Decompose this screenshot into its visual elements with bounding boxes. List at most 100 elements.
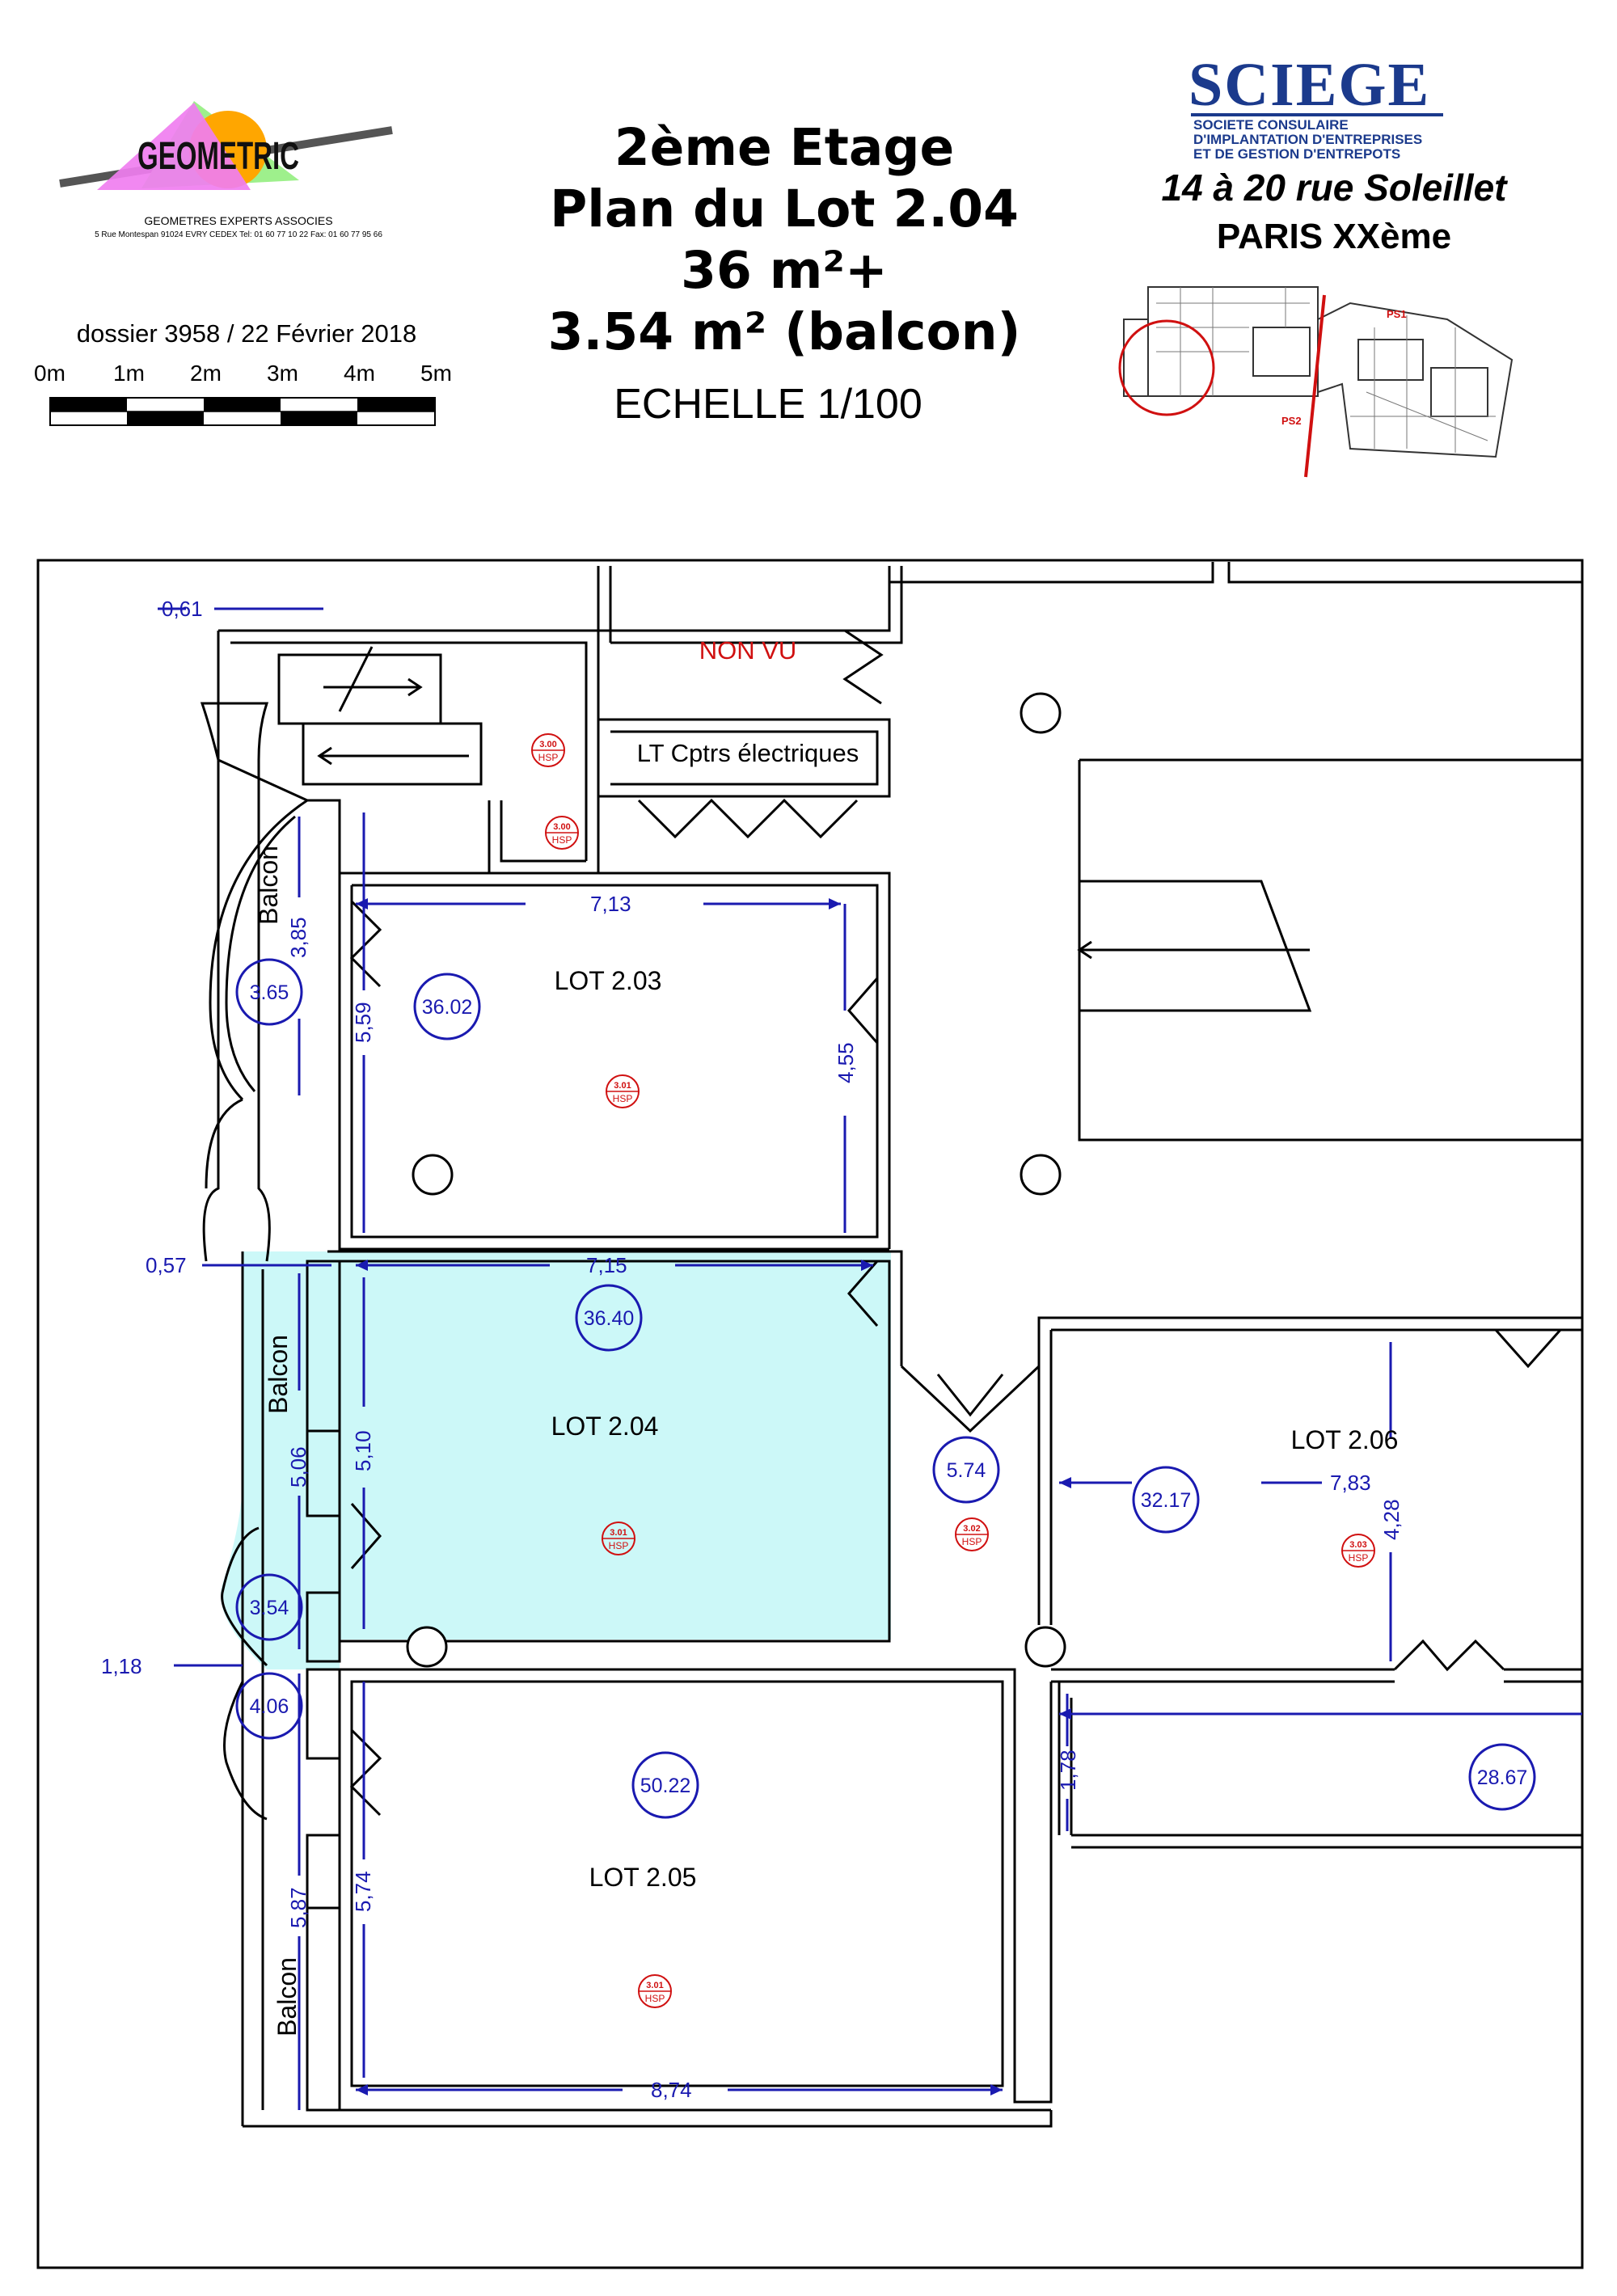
area-205: 50.22: [640, 1775, 691, 1797]
shaft-area: [1078, 758, 1582, 1142]
dimension-arrowheads: [356, 898, 1071, 2096]
balcony-label-3: Balcon: [272, 1957, 302, 2036]
logo-address: 5 Rue Montespan 91024 EVRY CEDEX Tel: 01…: [95, 230, 382, 239]
area-2867: 28.67: [1477, 1766, 1528, 1789]
title-balcony: 3.54 m² (balcon): [547, 302, 1021, 361]
hsp-stamps: 3.00 HSP 3.00 HSP 3.01 HSP 3.01 HSP 3.02…: [531, 733, 1375, 2008]
dim-574: 5,74: [351, 1871, 375, 1912]
svg-text:3.02: 3.02: [963, 1524, 980, 1534]
room-label-206: LOT 2.06: [1291, 1425, 1399, 1454]
hsp-stamp-301-lot205: 3.01 HSP: [638, 1974, 672, 2008]
key-plan-split-line: [1304, 294, 1326, 478]
title-lot: Plan du Lot 2.04: [550, 179, 1019, 238]
svg-text:HSP: HSP: [613, 1093, 633, 1104]
dim-118: 1,18: [101, 1654, 142, 1678]
lot-204-highlight: [340, 1251, 891, 1640]
stair-arrows: [317, 646, 1310, 960]
logo-wordmark: GEOMETRIC: [137, 135, 299, 178]
ruler-label-4: 4m: [344, 361, 375, 386]
svg-text:HSP: HSP: [552, 834, 572, 846]
client-sub-2: D'IMPLANTATION D'ENTREPRISES: [1193, 132, 1423, 147]
svg-text:3.01: 3.01: [610, 1528, 627, 1538]
room-label-not-seen: NON VU: [699, 636, 797, 665]
site-city: PARIS XXème: [1216, 217, 1452, 256]
hsp-stamp-300-bottom: 3.00 HSP: [545, 816, 579, 850]
dimension-texts: 0,61 7,13 3,85 5,59 4,55 0,57 7,15 5,06 …: [101, 597, 1404, 2102]
area-203: 36.02: [422, 996, 473, 1019]
dim-713: 7,13: [590, 892, 631, 916]
ruler-label-2: 2m: [190, 361, 222, 386]
area-204: 36.40: [584, 1307, 635, 1330]
hsp-stamp-301-lot203: 3.01 HSP: [606, 1074, 640, 1108]
dim-385: 3,85: [286, 917, 310, 958]
area-circles: [235, 958, 1536, 1819]
dim-506: 5,06: [286, 1446, 310, 1488]
dim-874: 8,74: [651, 2078, 692, 2102]
area-balcony-3: 4.06: [250, 1695, 289, 1718]
hsp-stamp-303: 3.03 HSP: [1341, 1534, 1375, 1568]
scale-label: ECHELLE 1/100: [614, 381, 922, 428]
room-label-local-tech: LT Cptrs électriques: [637, 739, 859, 767]
svg-text:HSP: HSP: [962, 1536, 982, 1547]
room-label-205: LOT 2.05: [589, 1863, 697, 1892]
site-address: 14 à 20 rue Soleillet: [1161, 167, 1507, 209]
logo-subtitle: GEOMETRES EXPERTS ASSOCIES: [144, 214, 333, 227]
room-label-204: LOT 2.04: [551, 1412, 659, 1441]
dim-057: 0,57: [146, 1253, 187, 1277]
ruler-label-3: 3m: [267, 361, 298, 386]
dim-587: 5,87: [286, 1887, 310, 1928]
svg-text:3.03: 3.03: [1349, 1540, 1366, 1550]
area-206: 32.17: [1141, 1489, 1192, 1512]
balcony-label-1: Balcon: [254, 846, 283, 925]
ruler-label-0: 0m: [34, 361, 65, 386]
key-plan-highlight-circle: [1118, 319, 1215, 416]
hsp-stamp-300-top: 3.00 HSP: [531, 733, 565, 767]
plan-frame: [36, 559, 1584, 2269]
dim-428: 4,28: [1379, 1499, 1404, 1540]
dossier-ref: dossier 3958 / 22 Février 2018: [76, 319, 417, 348]
svg-text:3.01: 3.01: [614, 1081, 631, 1091]
columns: [406, 692, 1066, 1668]
svg-text:3.01: 3.01: [646, 1981, 663, 1990]
svg-text:3.00: 3.00: [539, 740, 556, 749]
dim-783: 7,83: [1330, 1471, 1371, 1495]
hsp-stamp-302: 3.02 HSP: [955, 1517, 989, 1551]
ruler-label-5: 5m: [420, 361, 452, 386]
dim-455: 4,55: [834, 1042, 858, 1083]
dim-510: 5,10: [351, 1430, 375, 1471]
ruler-label-1: 1m: [113, 361, 145, 386]
dim-559: 5,59: [351, 1002, 375, 1043]
client-sub-1: SOCIETE CONSULAIRE: [1193, 117, 1349, 133]
dim-178: 1,78: [1056, 1749, 1080, 1791]
svg-text:HSP: HSP: [609, 1540, 629, 1551]
area-corridor: 5.74: [947, 1459, 986, 1482]
key-plan-label-ps1: PS1: [1387, 308, 1407, 320]
door-swings: [349, 629, 1562, 1817]
title-floor: 2ème Etage: [614, 118, 955, 177]
geometric-logo-graphic: GEOMETRIC: [59, 101, 393, 190]
client-logo: SCIEGE: [1188, 51, 1431, 119]
dim-715: 7,15: [586, 1253, 627, 1277]
area-balcony-1: 3.65: [250, 981, 289, 1004]
area-balcony-2: 3.54: [250, 1597, 289, 1619]
svg-text:3.00: 3.00: [553, 822, 570, 832]
svg-text:HSP: HSP: [1349, 1552, 1369, 1564]
client-logo-rule: [1191, 113, 1443, 116]
key-plan: PS1 PS2: [1118, 286, 1514, 478]
balcony-label-2: Balcon: [264, 1335, 293, 1414]
svg-text:HSP: HSP: [538, 752, 559, 763]
svg-text:HSP: HSP: [645, 1993, 665, 2004]
room-labels: LOT 2.03 LOT 2.04 LOT 2.05 LOT 2.06 LT C…: [254, 636, 1398, 2036]
key-plan-label-ps2: PS2: [1281, 415, 1302, 427]
dim-061: 0,61: [162, 597, 203, 621]
surveyor-logo: GEOMETRIC: [57, 93, 396, 214]
client-sub-3: ET DE GESTION D'ENTREPOTS: [1193, 146, 1401, 162]
room-label-203: LOT 2.03: [555, 966, 662, 995]
area-texts: 36.02 36.40 50.22 32.17 5.74 28.67 3.65 …: [250, 981, 1528, 1797]
balcony-204-highlight: [220, 1251, 340, 1669]
logo-pink-shape: [97, 103, 251, 190]
hsp-stamp-301-lot204: 3.01 HSP: [602, 1522, 635, 1555]
dimension-lines: [158, 607, 1582, 2110]
title-area: 36 m²+: [681, 241, 888, 300]
